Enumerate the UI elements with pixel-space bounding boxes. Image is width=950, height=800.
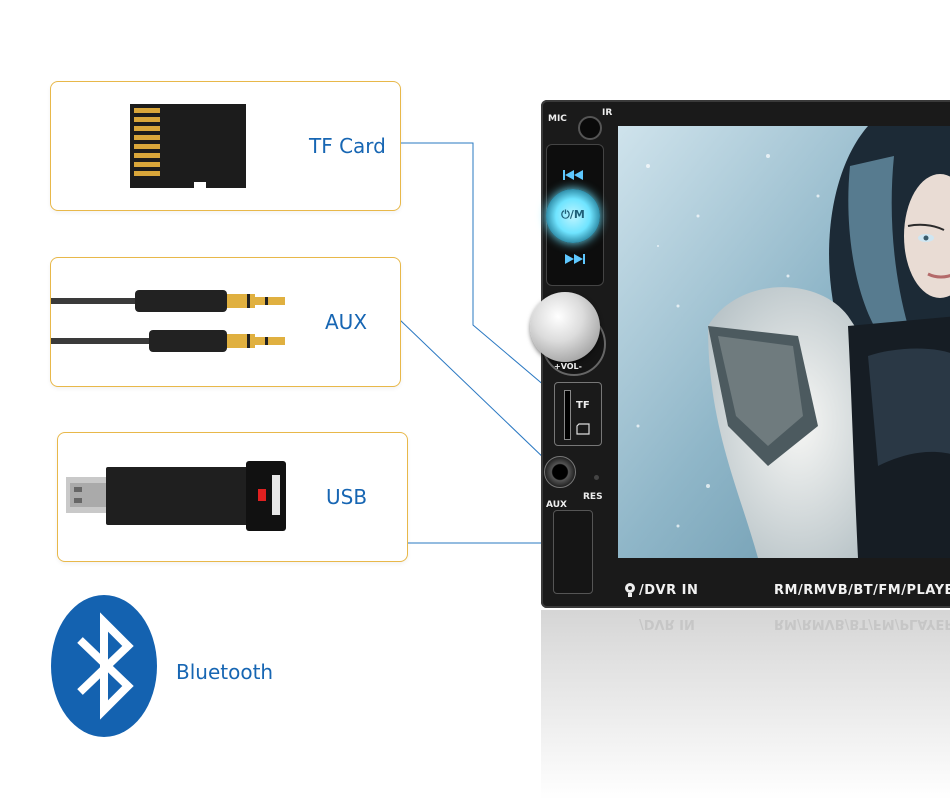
usb-port-cover[interactable]	[553, 510, 593, 594]
formats-reflection: RM/RMVB/BT/FM/PLAYER	[774, 616, 950, 631]
usb-feature-box: USB	[57, 432, 408, 562]
next-track-icon	[565, 254, 585, 264]
head-unit-reflection	[541, 610, 950, 800]
display-screen	[618, 126, 950, 558]
aux-feature-box: AUX	[50, 257, 401, 387]
tf-connector-line	[400, 142, 566, 404]
volume-knob[interactable]	[530, 292, 600, 362]
ir-sensor	[578, 116, 602, 140]
aux-jack-label: AUX	[546, 500, 567, 510]
bluetooth-label: Bluetooth	[176, 660, 274, 684]
aux-cable-icon	[51, 290, 285, 352]
usb-drive-icon	[66, 461, 286, 531]
previous-track-icon	[563, 170, 583, 180]
tf-slot-panel	[554, 382, 602, 446]
tf-card-label: TF Card	[309, 134, 386, 158]
reset-hole[interactable]	[594, 475, 599, 480]
aux-label: AUX	[325, 310, 368, 334]
previous-track-button[interactable]	[562, 168, 586, 182]
next-track-button[interactable]	[562, 252, 586, 266]
tf-slot-label: TF	[576, 400, 590, 411]
dvr-in-reflection: /DVR IN	[639, 616, 695, 631]
volume-label: +VOL-	[554, 362, 582, 371]
mic-label: MIC	[548, 114, 567, 124]
usb-label: USB	[326, 485, 368, 509]
reset-label: RES	[583, 492, 603, 502]
tf-card-feature-box: TF Card	[50, 81, 401, 211]
dvr-in-label: /DVR IN	[639, 583, 699, 598]
bluetooth-icon	[51, 595, 157, 737]
tf-card-icon	[130, 104, 246, 188]
camera-icon	[625, 583, 635, 597]
ir-label: IR	[602, 108, 613, 118]
formats-label: RM/RMVB/BT/FM/PLAYER	[774, 583, 950, 598]
aux-connector-line	[399, 319, 549, 463]
aux-jack[interactable]	[544, 456, 576, 488]
power-mode-label: ⏻/M	[561, 208, 585, 221]
sd-card-small-icon	[576, 423, 590, 435]
tf-card-slot[interactable]	[564, 390, 571, 440]
power-mode-button[interactable]: ⏻/M	[546, 189, 600, 243]
